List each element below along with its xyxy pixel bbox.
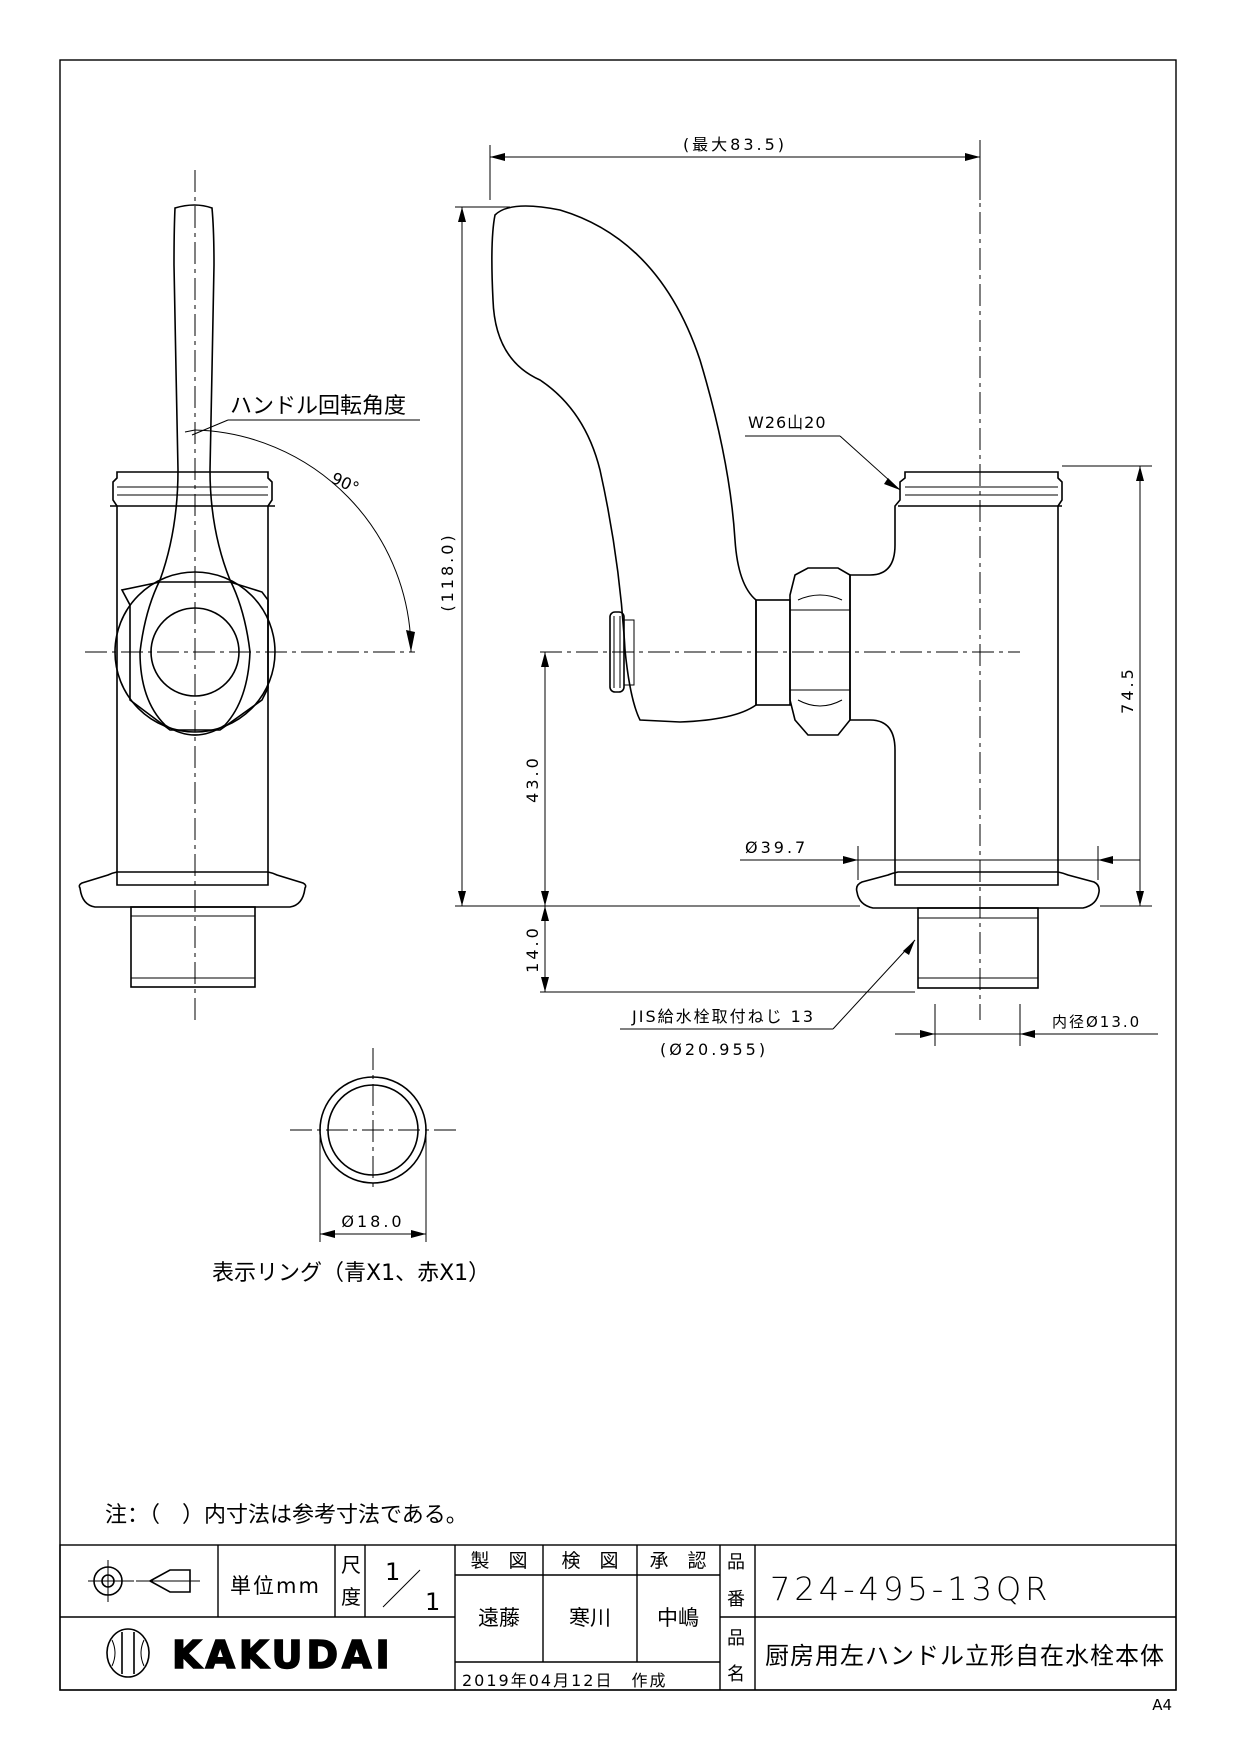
reference-note: 注：（ ）内寸法は参考寸法である。 bbox=[105, 1503, 468, 1528]
part-no-label-1: 品 bbox=[727, 1552, 745, 1573]
unit-label: 単位mm bbox=[230, 1574, 321, 1598]
ring-dia-dim: Ø18.0 bbox=[341, 1212, 404, 1231]
max-width-dim: (最大83.5) bbox=[683, 135, 787, 154]
side-thread bbox=[917, 907, 1039, 989]
approved-by: 中嶋 bbox=[657, 1606, 699, 1630]
rotation-arc bbox=[194, 429, 412, 653]
front-handle-lever bbox=[139, 204, 251, 736]
drawn-label: 製 図 bbox=[470, 1550, 527, 1572]
front-body-outline bbox=[112, 471, 273, 886]
handle-rotation-label: ハンドル回転角度 bbox=[230, 394, 406, 419]
body-height-dim: 74.5 bbox=[1118, 666, 1137, 714]
company-name: KAKUDAI bbox=[172, 1633, 394, 1677]
part-no-label-2: 番 bbox=[727, 1589, 745, 1610]
front-view: ハンドル回転角度 90° bbox=[78, 170, 420, 1020]
side-view: (最大83.5) (118.0) 43.0 14.0 74.5 W26山20 bbox=[438, 135, 1158, 1059]
side-body-outline bbox=[849, 471, 1063, 886]
indicator-ring-label: 表示リング（青X1、赤X1） bbox=[212, 1261, 490, 1286]
third-angle-projection-icon bbox=[88, 1560, 200, 1602]
total-height-dim: (118.0) bbox=[438, 532, 457, 611]
title-block: 単位mm 尺 度 1 1 製 図 検 図 承 認 遠藤 寒川 中嶋 品 番 品 … bbox=[59, 1544, 1177, 1691]
kakudai-logo: KAKUDAI bbox=[106, 1628, 394, 1678]
thread-spec-label: W26山20 bbox=[748, 413, 827, 432]
indicator-ring-view: Ø18.0 表示リング（青X1、赤X1） bbox=[212, 1048, 490, 1286]
paper-size: A4 bbox=[1152, 1696, 1172, 1714]
scale-numerator: 1 bbox=[385, 1558, 400, 1586]
side-handle-lever bbox=[491, 205, 757, 723]
scale-label-bottom: 度 bbox=[341, 1585, 361, 1609]
drawn-by: 遠藤 bbox=[478, 1606, 520, 1630]
side-flange bbox=[855, 871, 1100, 909]
part-name: 厨房用左ハンドル立形自在水栓本体 bbox=[765, 1642, 1165, 1670]
part-number: 724-495-13QR bbox=[770, 1570, 1051, 1608]
front-hex-nut bbox=[120, 581, 269, 731]
inner-dia-dim: 内径Ø13.0 bbox=[1052, 1013, 1141, 1031]
scale-label-top: 尺 bbox=[341, 1553, 361, 1577]
checked-label: 検 図 bbox=[561, 1550, 618, 1572]
center-height-dim: 43.0 bbox=[523, 755, 542, 803]
part-name-label-2: 名 bbox=[727, 1664, 745, 1685]
checked-by: 寒川 bbox=[569, 1606, 611, 1630]
scale-denominator: 1 bbox=[425, 1588, 440, 1616]
part-name-label-1: 品 bbox=[727, 1628, 745, 1649]
front-flange bbox=[78, 871, 307, 908]
flange-dia-dim: Ø39.7 bbox=[745, 838, 808, 857]
jis-thread-label: JIS給水栓取付ねじ 13 bbox=[631, 1007, 815, 1026]
approved-label: 承 認 bbox=[649, 1550, 706, 1572]
creation-date: 2019年04月12日 作成 bbox=[462, 1671, 667, 1690]
thread-length-dim: 14.0 bbox=[523, 925, 542, 973]
drawing-frame bbox=[59, 59, 1177, 1691]
front-thread bbox=[130, 906, 256, 988]
handle-angle-value: 90° bbox=[328, 468, 362, 497]
jis-thread-dia: (Ø20.955) bbox=[660, 1040, 768, 1059]
